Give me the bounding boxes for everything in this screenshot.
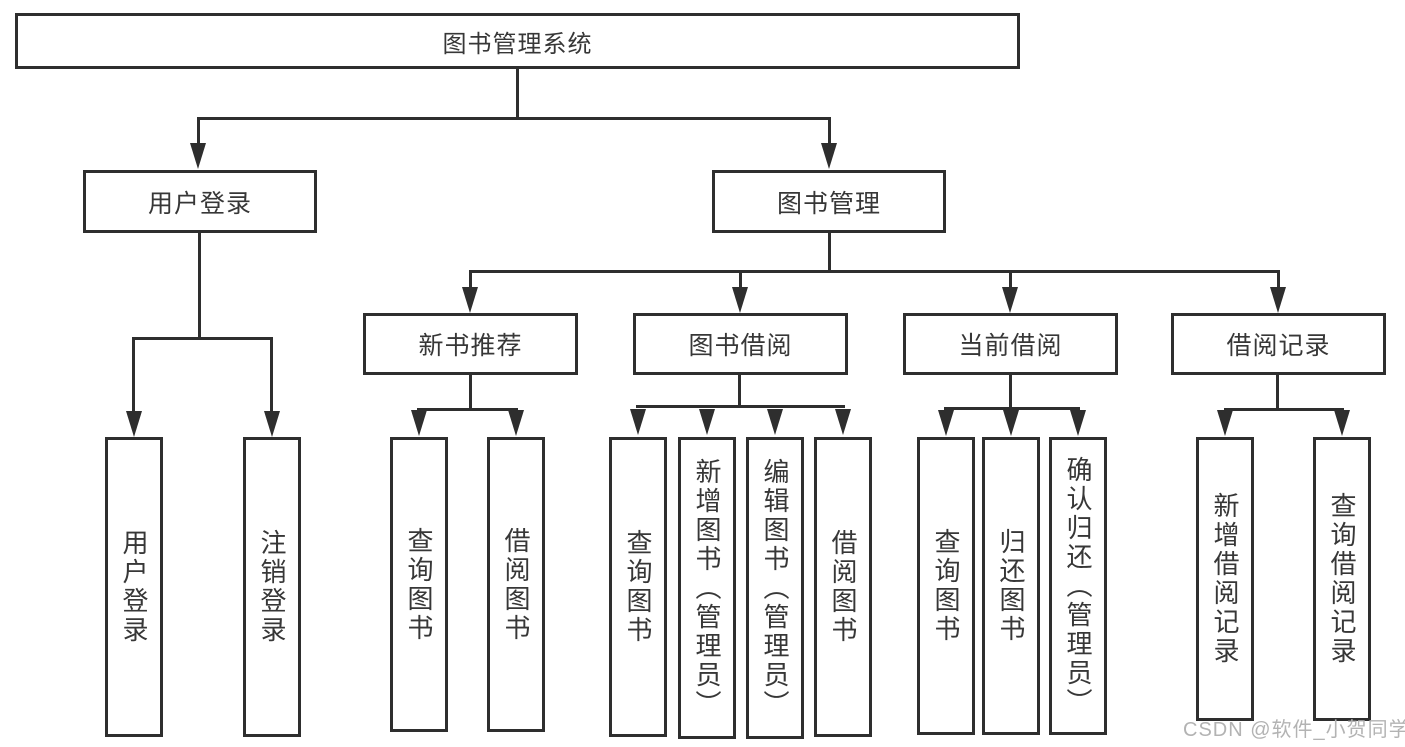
connector-login-drop-1 bbox=[132, 337, 135, 411]
node-leaf-cb-query-books: 查询图书 bbox=[917, 437, 975, 735]
arrow-down-icon bbox=[264, 411, 280, 437]
arrow-down-icon bbox=[462, 287, 478, 313]
node-root-label: 图书管理系统 bbox=[442, 30, 593, 58]
node-leaf-logout: 注销登录 bbox=[243, 437, 301, 737]
arrow-down-icon bbox=[767, 409, 783, 435]
arrow-down-icon bbox=[1002, 287, 1018, 313]
connector-rec-stem bbox=[469, 375, 472, 408]
arrow-down-icon bbox=[821, 143, 837, 169]
connector-br-bar bbox=[1224, 408, 1344, 411]
arrow-down-icon bbox=[1334, 410, 1350, 436]
connector-login-stem bbox=[198, 233, 201, 337]
connector-mgmt-drop-3 bbox=[1009, 270, 1012, 287]
node-leaf-cb-return-books: 归还图书 bbox=[982, 437, 1040, 735]
arrow-down-icon bbox=[508, 410, 524, 436]
node-borrow-records: 借阅记录 bbox=[1171, 313, 1386, 375]
arrow-down-icon bbox=[1217, 410, 1233, 436]
arrow-down-icon bbox=[732, 287, 748, 313]
connector-cb-stem bbox=[1009, 375, 1012, 407]
arrow-down-icon bbox=[1070, 410, 1086, 436]
node-leaf-bb-edit-books-admin: 编辑图书（管理员） bbox=[746, 437, 804, 739]
node-leaf-bb-borrow-books: 借阅图书 bbox=[814, 437, 872, 737]
node-leaf-bb-add-books-admin-label: 新增图书（管理员） bbox=[692, 457, 722, 719]
node-leaf-rec-borrow-books-label: 借阅图书 bbox=[501, 526, 531, 643]
connector-mgmt-stem bbox=[828, 233, 831, 270]
node-leaf-rec-query-books-label: 查询图书 bbox=[404, 526, 434, 643]
node-leaf-br-add-record: 新增借阅记录 bbox=[1196, 437, 1254, 721]
node-leaf-logout-label: 注销登录 bbox=[257, 529, 287, 645]
node-book-management: 图书管理 bbox=[712, 170, 946, 233]
node-leaf-user-login: 用户登录 bbox=[105, 437, 163, 737]
node-book-borrowing-label: 图书借阅 bbox=[688, 332, 793, 360]
node-current-borrowing: 当前借阅 bbox=[903, 313, 1118, 375]
connector-bb-bar bbox=[636, 405, 845, 408]
arrow-down-icon bbox=[835, 409, 851, 435]
node-user-login: 用户登录 bbox=[83, 170, 317, 233]
node-borrow-records-label: 借阅记录 bbox=[1226, 332, 1331, 360]
node-leaf-br-add-record-label: 新增借阅记录 bbox=[1210, 492, 1240, 666]
connector-root-stem bbox=[516, 69, 519, 117]
node-leaf-bb-query-books: 查询图书 bbox=[609, 437, 667, 737]
node-new-book-recommend: 新书推荐 bbox=[363, 313, 578, 375]
connector-bb-stem bbox=[738, 375, 741, 405]
arrow-down-icon bbox=[1270, 287, 1286, 313]
node-leaf-br-query-record: 查询借阅记录 bbox=[1313, 437, 1371, 721]
node-book-borrowing: 图书借阅 bbox=[633, 313, 848, 375]
node-leaf-bb-add-books-admin: 新增图书（管理员） bbox=[678, 437, 736, 739]
connector-mgmt-bar bbox=[469, 270, 1280, 273]
connector-rec-bar bbox=[417, 408, 518, 411]
node-book-management-label: 图书管理 bbox=[776, 189, 881, 218]
csdn-watermark: CSDN @软件_小贺同学 bbox=[1183, 719, 1405, 741]
node-new-book-recommend-label: 新书推荐 bbox=[418, 332, 523, 360]
node-leaf-bb-borrow-books-label: 借阅图书 bbox=[828, 529, 858, 645]
node-leaf-bb-query-books-label: 查询图书 bbox=[623, 529, 653, 645]
connector-br-stem bbox=[1276, 375, 1279, 408]
connector-login-drop-2 bbox=[270, 337, 273, 411]
arrow-down-icon bbox=[630, 409, 646, 435]
node-root: 图书管理系统 bbox=[15, 13, 1020, 69]
node-leaf-cb-query-books-label: 查询图书 bbox=[931, 528, 961, 644]
node-leaf-rec-query-books: 查询图书 bbox=[390, 437, 448, 732]
node-leaf-cb-confirm-return-admin-label: 确认归还（管理员） bbox=[1063, 455, 1093, 717]
arrow-down-icon bbox=[411, 410, 427, 436]
connector-mgmt-drop-1 bbox=[469, 270, 472, 287]
node-leaf-cb-confirm-return-admin: 确认归还（管理员） bbox=[1049, 437, 1107, 735]
connector-root-bar bbox=[197, 117, 831, 120]
node-user-login-label: 用户登录 bbox=[147, 189, 252, 218]
arrow-down-icon bbox=[126, 411, 142, 437]
connector-login-bar bbox=[132, 337, 273, 340]
node-leaf-bb-edit-books-admin-label: 编辑图书（管理员） bbox=[760, 457, 790, 719]
connector-mgmt-drop-4 bbox=[1277, 270, 1280, 287]
node-leaf-user-login-label: 用户登录 bbox=[119, 529, 149, 645]
arrow-down-icon bbox=[190, 143, 206, 169]
connector-cb-bar bbox=[944, 407, 1080, 410]
node-leaf-cb-return-books-label: 归还图书 bbox=[996, 528, 1026, 644]
node-leaf-br-query-record-label: 查询借阅记录 bbox=[1327, 492, 1357, 666]
connector-root-drop-left bbox=[197, 117, 200, 145]
arrow-down-icon bbox=[699, 409, 715, 435]
connector-mgmt-drop-2 bbox=[739, 270, 742, 287]
arrow-down-icon bbox=[1003, 410, 1019, 436]
node-current-borrowing-label: 当前借阅 bbox=[958, 332, 1063, 360]
node-leaf-rec-borrow-books: 借阅图书 bbox=[487, 437, 545, 732]
arrow-down-icon bbox=[938, 410, 954, 436]
connector-root-drop-right bbox=[828, 117, 831, 145]
